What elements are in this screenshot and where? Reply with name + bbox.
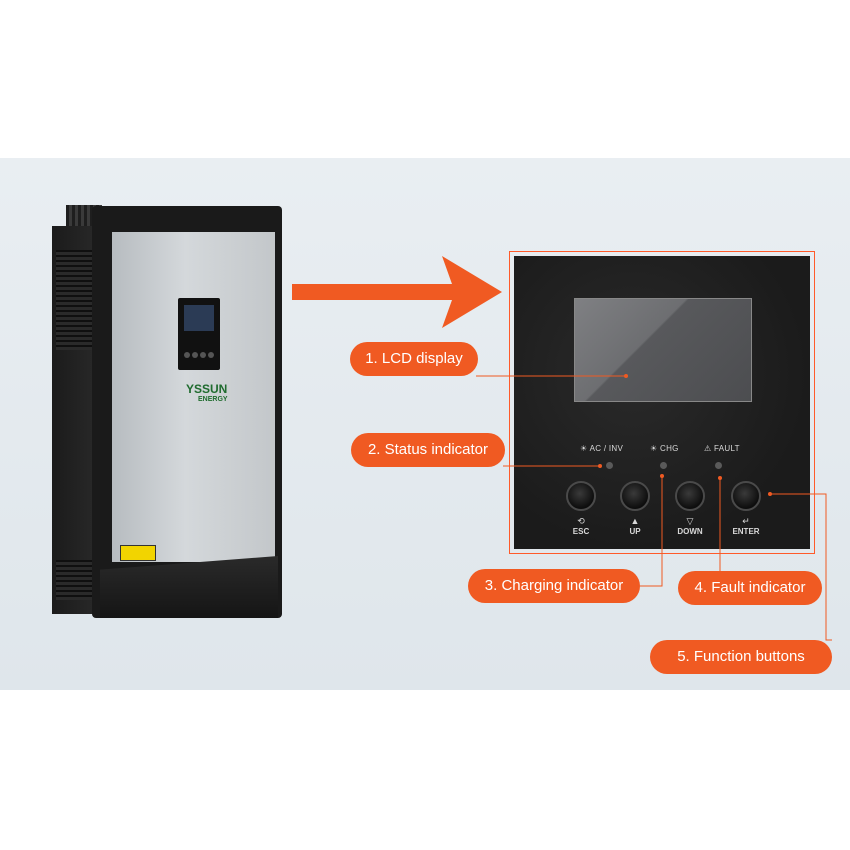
inverter-front-panel (112, 232, 275, 562)
inverter-button (192, 352, 198, 358)
charging-led (660, 462, 667, 469)
chg-indicator-label: ☀ CHG (650, 444, 679, 453)
up-icon: ▲ (630, 516, 640, 526)
inverter-button (200, 352, 206, 358)
fault-indicator-label: ⚠ FAULT (704, 444, 740, 453)
enter-label: ENTER (732, 527, 760, 536)
inverter-buttons (184, 348, 214, 364)
sun-icon: ☀ (650, 444, 658, 453)
down-label: DOWN (677, 527, 703, 536)
enter-icon: ↵ (742, 516, 750, 526)
right-arrow-icon (292, 256, 502, 328)
up-button[interactable] (620, 481, 650, 511)
callout-charging-indicator: 3. Charging indicator (468, 569, 640, 603)
esc-button[interactable] (566, 481, 596, 511)
warning-icon: ⚠ (704, 444, 712, 453)
esc-icon: ⟲ (577, 516, 585, 526)
brand-logo: YSSUN ENERGY (186, 382, 228, 403)
down-button[interactable] (675, 481, 705, 511)
ac-inv-indicator-label: ☀ AC / INV (580, 444, 624, 453)
sun-icon: ☀ (580, 444, 588, 453)
up-label: UP (629, 527, 641, 536)
fault-led (715, 462, 722, 469)
callout-fault-indicator: 4. Fault indicator (678, 571, 822, 605)
down-icon: ▽ (686, 516, 694, 526)
lcd-screen (574, 298, 752, 402)
callout-lcd-display: 1. LCD display (350, 342, 478, 376)
esc-label: ESC (572, 527, 590, 536)
inverter-button (208, 352, 214, 358)
enter-button[interactable] (731, 481, 761, 511)
inverter-button (184, 352, 190, 358)
callout-status-indicator: 2. Status indicator (351, 433, 505, 467)
caution-label (120, 545, 156, 561)
status-led (606, 462, 613, 469)
inverter-lcd (184, 305, 214, 331)
callout-function-buttons: 5. Function buttons (650, 640, 832, 674)
